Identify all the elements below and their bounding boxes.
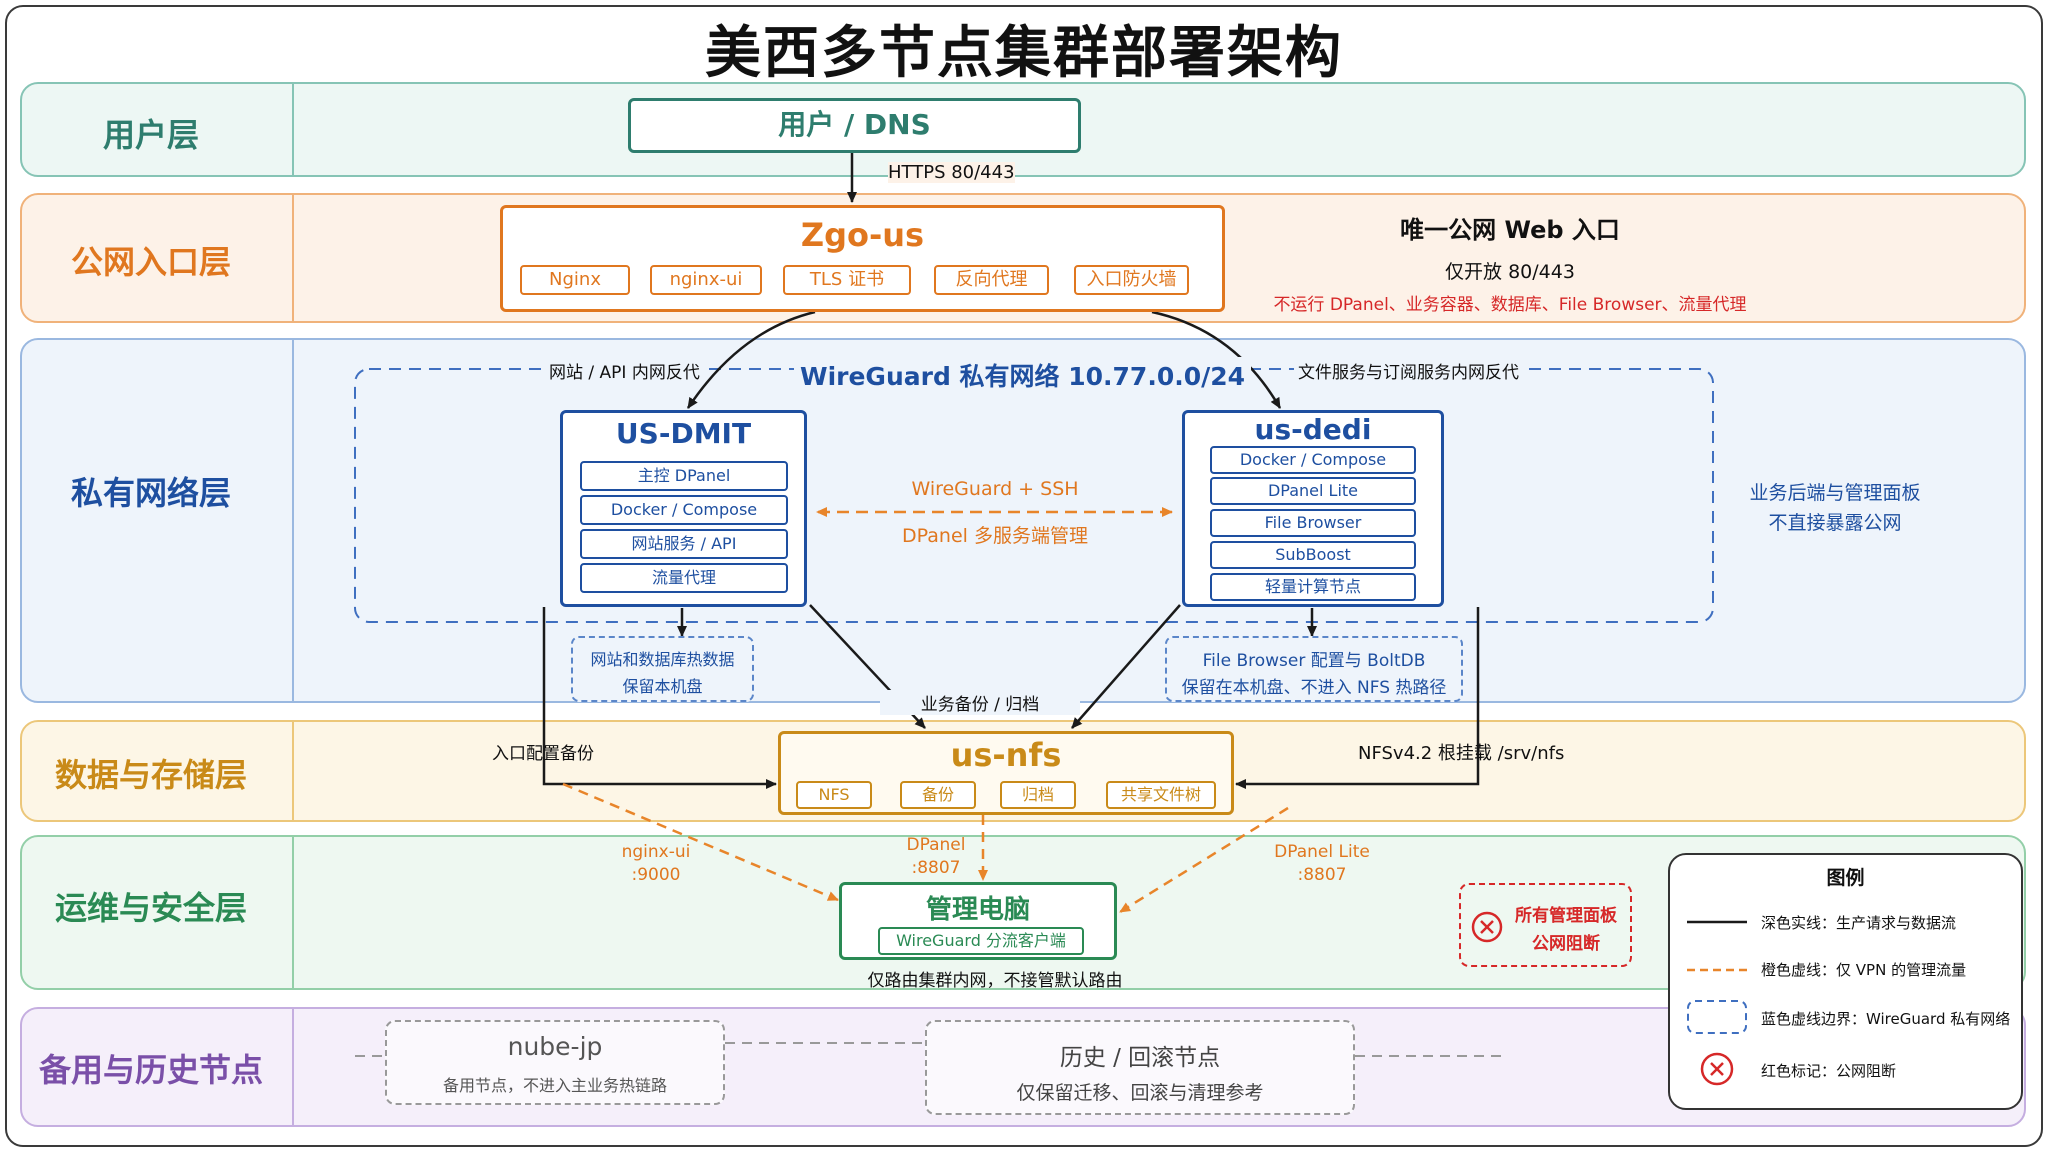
zgo-us-node: Zgo-us Nginx nginx-ui TLS 证书 反向代理 入口防火墙 bbox=[500, 205, 1225, 312]
user-dns-node: 用户 / DNS bbox=[628, 98, 1081, 153]
band-private: 私有网络层 bbox=[20, 338, 2026, 703]
dmit-note: 网站和数据库热数据 保留本机盘 bbox=[571, 636, 754, 702]
band-divider bbox=[292, 1009, 294, 1125]
chip-traffic-proxy: 流量代理 bbox=[580, 563, 788, 593]
us-dmit-node: US-DMIT 主控 DPanel Docker / Compose 网站服务 … bbox=[560, 410, 807, 607]
history-node: 历史 / 回滚节点 仅保留迁移、回滚与清理参考 bbox=[925, 1020, 1355, 1115]
label-business-backup: 业务备份 / 归档 bbox=[880, 690, 1080, 715]
edge-zgo-to-dedi bbox=[1151, 310, 1282, 409]
layer-label-public: 公网入口层 bbox=[70, 243, 231, 281]
history-sub: 仅保留迁移、回滚与清理参考 bbox=[1016, 1082, 1264, 1104]
us-nfs-node: us-nfs NFS 备份 归档 共享文件树 bbox=[778, 731, 1234, 815]
chip-shared-tree: 共享文件树 bbox=[1106, 781, 1216, 809]
port-nginxui-name: nginx-ui bbox=[621, 842, 691, 862]
legend-solid-line-icon bbox=[1687, 920, 1747, 924]
band-divider bbox=[292, 837, 294, 988]
edge-nfs-mount bbox=[1235, 607, 1480, 789]
page-title: 美西多节点集群部署架构 bbox=[705, 21, 1343, 86]
chip-firewall: 入口防火墙 bbox=[1074, 265, 1189, 295]
chip-main-dpanel: 主控 DPanel bbox=[580, 461, 788, 491]
ops-caption: 仅路由集群内网，不接管默认路由 bbox=[867, 971, 1123, 991]
port-dpanel-lite-name: DPanel Lite bbox=[1274, 842, 1370, 862]
legend-item-blocked: 红色标记：公网阻断 bbox=[1761, 1062, 1897, 1080]
legend-dashed-line-icon bbox=[1687, 968, 1747, 972]
layer-label-ops: 运维与安全层 bbox=[54, 889, 247, 927]
chip-reverse-proxy: 反向代理 bbox=[934, 265, 1049, 295]
chip-archive: 归档 bbox=[1000, 781, 1076, 809]
band-divider bbox=[292, 195, 294, 321]
band-divider bbox=[292, 340, 294, 701]
nube-jp-sub: 备用节点，不进入主业务热链路 bbox=[442, 1076, 667, 1095]
chip-wireguard-client: WireGuard 分流客户端 bbox=[878, 927, 1084, 955]
band-divider bbox=[292, 722, 294, 820]
us-dmit-title: US-DMIT bbox=[615, 417, 752, 450]
chip-nginx: Nginx bbox=[520, 265, 630, 295]
edge-zgo-to-dmit bbox=[686, 310, 816, 409]
public-blocked-box: 所有管理面板 公网阻断 bbox=[1459, 883, 1632, 967]
ops-pc-title: 管理电脑 bbox=[925, 895, 1030, 925]
chip-backup: 备份 bbox=[900, 781, 976, 809]
zgo-note-red: 不运行 DPanel、业务容器、数据库、File Browser、流量代理 bbox=[1273, 295, 1747, 315]
edge-entry-config-backup bbox=[542, 607, 777, 789]
history-title: 历史 / 回滚节点 bbox=[1059, 1045, 1221, 1071]
label-entry-config-backup: 入口配置备份 bbox=[492, 744, 594, 764]
dmit-note-line-2: 保留本机盘 bbox=[622, 677, 703, 696]
user-dns-title: 用户 / DNS bbox=[778, 108, 931, 141]
legend: 图例 深色实线：生产请求与数据流 橙色虚线：仅 VPN 的管理流量 蓝色虚线边界… bbox=[1668, 853, 2023, 1110]
chip-tls: TLS 证书 bbox=[783, 265, 911, 295]
legend-item-solid: 深色实线：生产请求与数据流 bbox=[1761, 914, 1957, 932]
side-note-line-2: 不直接暴露公网 bbox=[1768, 512, 1902, 534]
legend-boundary-icon bbox=[1687, 1000, 1747, 1034]
port-dpanel-lite-port: :8807 bbox=[1297, 865, 1347, 885]
layer-label-private: 私有网络层 bbox=[70, 474, 231, 512]
chip-docker-compose: Docker / Compose bbox=[580, 495, 788, 525]
wireguard-left-label: 网站 / API 内网反代 bbox=[545, 358, 704, 383]
dmit-note-line-1: 网站和数据库热数据 bbox=[590, 650, 735, 669]
chip-dpanel-lite: DPanel Lite bbox=[1210, 477, 1416, 505]
mid-link-bottom: DPanel 多服务端管理 bbox=[902, 525, 1088, 547]
band-divider bbox=[292, 84, 294, 175]
dedi-note-line-2: 保留在本机盘、不进入 NFS 热路径 bbox=[1181, 678, 1447, 698]
wireguard-right-label: 文件服务与订阅服务内网反代 bbox=[1294, 358, 1523, 383]
dedi-note: File Browser 配置与 BoltDB 保留在本机盘、不进入 NFS 热… bbox=[1165, 636, 1463, 702]
side-note-line-1: 业务后端与管理面板 bbox=[1749, 482, 1921, 504]
legend-item-boundary: 蓝色虚线边界：WireGuard 私有网络 bbox=[1761, 1010, 2011, 1028]
legend-blocked-icon bbox=[1700, 1052, 1734, 1086]
layer-label-data: 数据与存储层 bbox=[54, 756, 247, 794]
label-nfs-mount: NFSv4.2 根挂载 /srv/nfs bbox=[1358, 743, 1565, 764]
us-dedi-title: us-dedi bbox=[1254, 413, 1372, 446]
us-dedi-node: us-dedi Docker / Compose DPanel Lite Fil… bbox=[1182, 410, 1444, 607]
nube-jp-node: nube-jp 备用节点，不进入主业务热链路 bbox=[385, 1020, 725, 1105]
zgo-note-line: 仅开放 80/443 bbox=[1445, 261, 1575, 283]
dedi-note-line-1: File Browser 配置与 BoltDB bbox=[1202, 651, 1426, 671]
port-dpanel-port: :8807 bbox=[911, 858, 961, 878]
chip-light-compute: 轻量计算节点 bbox=[1210, 573, 1416, 601]
zgo-us-title: Zgo-us bbox=[800, 216, 925, 254]
chip-file-browser: File Browser bbox=[1210, 509, 1416, 537]
blocked-line-1: 所有管理面板 bbox=[1515, 906, 1617, 926]
chip-web-api: 网站服务 / API bbox=[580, 529, 788, 559]
outer-frame bbox=[5, 5, 2043, 1147]
us-nfs-title: us-nfs bbox=[950, 736, 1062, 774]
ops-pc-node: 管理电脑 WireGuard 分流客户端 bbox=[839, 882, 1117, 960]
chip-nfs: NFS bbox=[796, 781, 872, 809]
mid-link-top: WireGuard + SSH bbox=[911, 478, 1079, 500]
legend-title: 图例 bbox=[1826, 867, 1865, 889]
chip-dedi-docker: Docker / Compose bbox=[1210, 446, 1416, 474]
edge-label-https: HTTPS 80/443 bbox=[888, 162, 1015, 183]
zgo-note-title: 唯一公网 Web 入口 bbox=[1400, 216, 1620, 244]
blocked-line-2: 公网阻断 bbox=[1532, 934, 1600, 954]
legend-item-dashed: 橙色虚线：仅 VPN 的管理流量 bbox=[1761, 961, 1967, 979]
layer-label-backup: 备用与历史节点 bbox=[38, 1051, 263, 1089]
port-nginxui-port: :9000 bbox=[631, 865, 681, 885]
nube-jp-title: nube-jp bbox=[507, 1032, 603, 1061]
chip-subboost: SubBoost bbox=[1210, 541, 1416, 569]
chip-nginx-ui: nginx-ui bbox=[650, 265, 762, 295]
layer-label-user: 用户层 bbox=[102, 116, 199, 154]
port-dpanel-name: DPanel bbox=[906, 835, 966, 855]
edge-dedi-to-nfs bbox=[1071, 604, 1181, 729]
blocked-x-icon bbox=[1471, 911, 1503, 943]
wireguard-title: WireGuard 私有网络 10.77.0.0/24 bbox=[794, 357, 1252, 393]
